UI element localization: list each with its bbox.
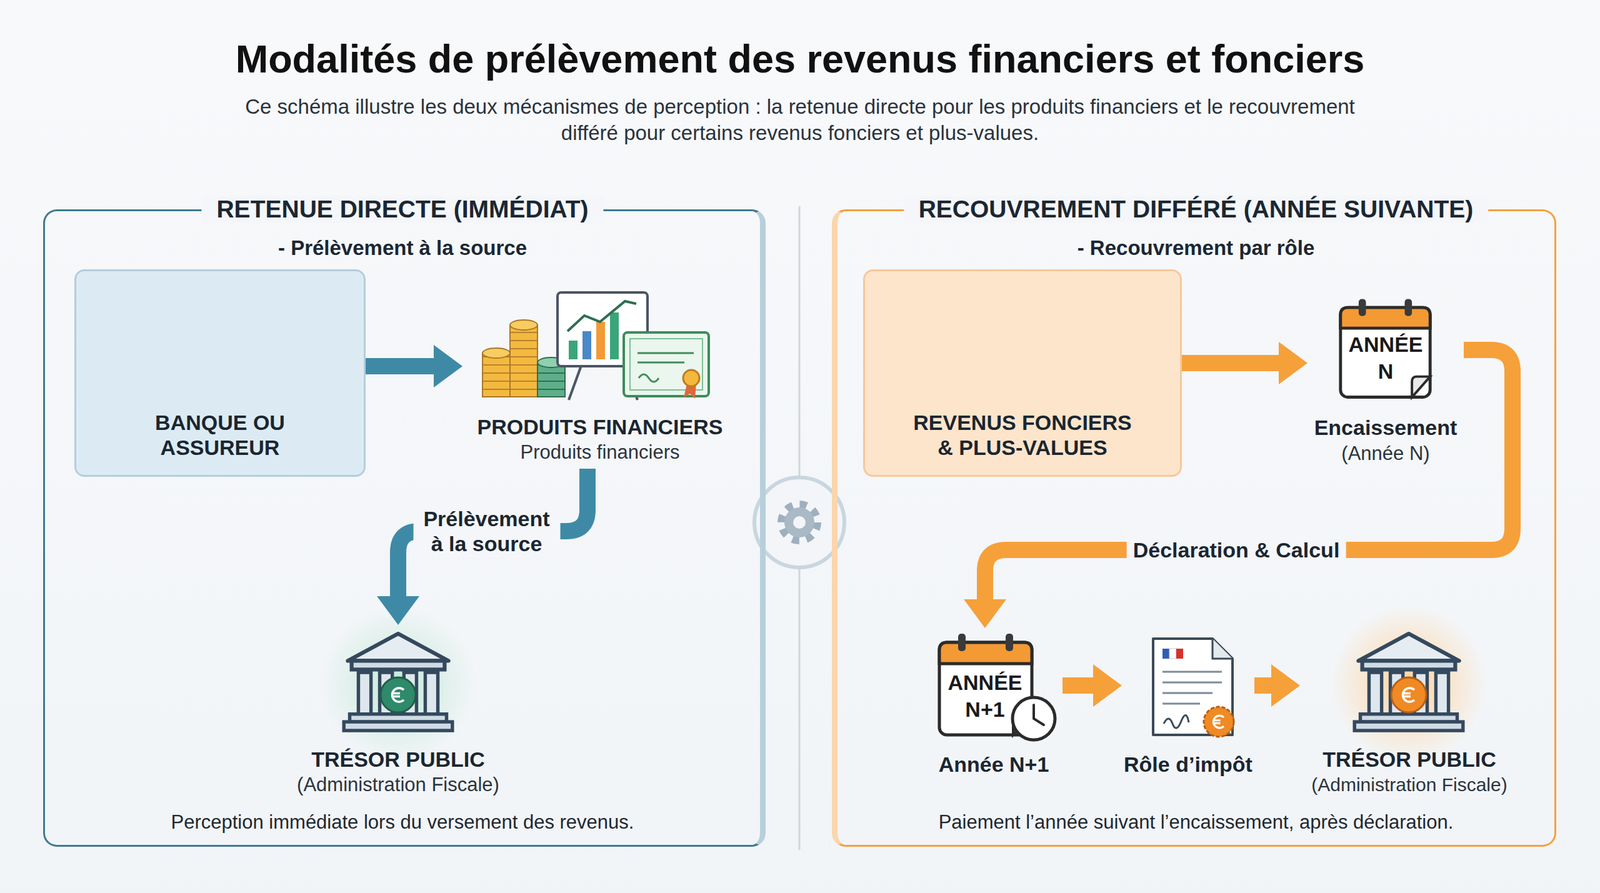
connector-arrow xyxy=(365,345,463,388)
arrow-head xyxy=(1278,341,1308,385)
node-sublabel: - Recouvrement par rôle xyxy=(837,236,1555,260)
arrow-head xyxy=(376,596,420,625)
edge-label: Prélèvement à la source xyxy=(413,505,560,558)
node-label: Rôle d’impôt xyxy=(1121,751,1255,777)
connector-line xyxy=(365,358,435,375)
arrow-head xyxy=(963,599,1007,629)
panel: RETENUE DIRECTE (IMMÉDIAT)- Prélèvement … xyxy=(43,209,766,847)
connector-line xyxy=(1181,355,1280,372)
edge-label: Déclaration & Calcul xyxy=(1126,536,1347,564)
node-sublabel: Encaissement xyxy=(1307,415,1464,440)
node-label: TRÉSOR PUBLIC xyxy=(1300,746,1519,772)
connector-line xyxy=(398,468,588,598)
icon-node: PRODUITS FINANCIERSProduits financiers xyxy=(462,284,738,469)
calendar-node: ANNÉE N+1Année N+1 xyxy=(925,628,1063,788)
node-sublabel: Produits financiers xyxy=(462,440,738,465)
arrow-head xyxy=(1271,664,1300,707)
icon-node: TRÉSOR PUBLIC(Administration Fiscale) xyxy=(1300,625,1519,802)
arrow-head xyxy=(1093,664,1122,707)
connector-line xyxy=(1254,677,1273,694)
diagram-title: Modalités de prélèvement des revenus fin… xyxy=(0,36,1600,82)
connector-arrow xyxy=(376,468,588,625)
node-label: ANNÉE N xyxy=(1341,331,1430,385)
panel-heading: RECOUVREMENT DIFFÉRÉ (ANNÉE SUIVANTE) xyxy=(903,195,1489,224)
diagram-caption: Ce schéma illustre les deux mécanismes d… xyxy=(237,93,1363,147)
node-label: ANNÉE N+1 xyxy=(941,669,1029,724)
node-sublabel: Perception immédiate lors du versement d… xyxy=(45,811,760,834)
node-label: TRÉSOR PUBLIC xyxy=(273,746,524,772)
document-node: Rôle d’impôt xyxy=(1121,628,1255,788)
node-sublabel: (Administration Fiscale) xyxy=(1300,773,1519,797)
node-label: BANQUE OU ASSUREUR xyxy=(126,410,314,460)
process-box: BANQUE OU ASSUREUR xyxy=(74,269,366,477)
node-sublabel: - Prélèvement à la source xyxy=(45,236,760,260)
node-label: REVENUS FONCIERS & PLUS-VALUES xyxy=(906,410,1139,460)
panel-heading: RETENUE DIRECTE (IMMÉDIAT) xyxy=(201,195,604,224)
arrow-head xyxy=(433,345,463,388)
connector-arrow xyxy=(1181,341,1308,385)
connector-line xyxy=(1062,677,1095,694)
panel: RECOUVREMENT DIFFÉRÉ (ANNÉE SUIVANTE)- R… xyxy=(831,209,1557,847)
node-sublabel: Année N+1 xyxy=(925,751,1063,777)
node-sublabel: (Année N) xyxy=(1307,441,1464,466)
node-sublabel: Paiement l’année suivant l’encaissement,… xyxy=(837,811,1555,834)
connector-arrow xyxy=(1062,664,1122,707)
icon-node: TRÉSOR PUBLIC(Administration Fiscale) xyxy=(273,625,524,802)
process-box: REVENUS FONCIERS & PLUS-VALUES xyxy=(863,269,1182,477)
calendar-node: ANNÉE N Encaissement(Année N) xyxy=(1307,293,1464,472)
connector-arrow xyxy=(1254,664,1300,707)
node-sublabel: (Administration Fiscale) xyxy=(273,773,524,797)
node-label: PRODUITS FINANCIERS xyxy=(462,414,738,440)
